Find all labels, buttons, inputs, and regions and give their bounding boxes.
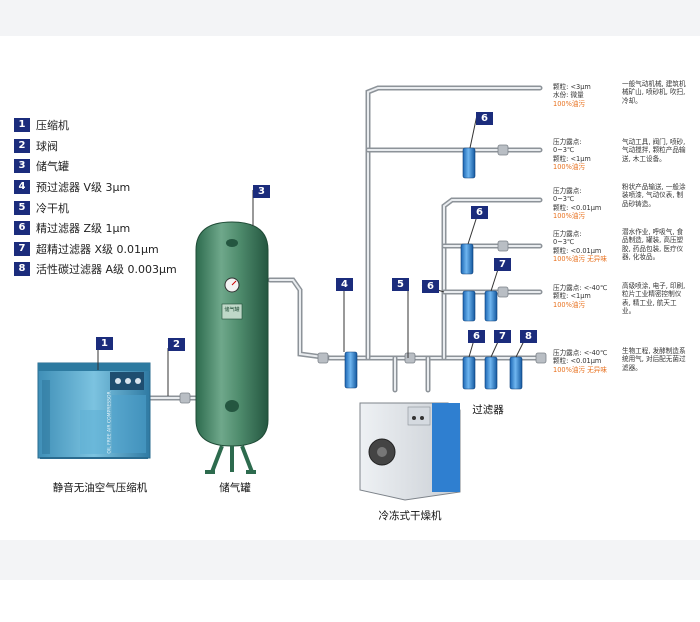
use-outlet-1: 一般气动机械, 建筑机械矿山, 喷砂机, 吹扫, 冷却。 (622, 80, 686, 105)
spec-outlet-1: 颗粒: <3μm 水份: 微量 100%油污 (553, 83, 623, 108)
legend-label: 冷干机 (36, 201, 69, 215)
spec-highlight: 100%油污 (553, 99, 586, 108)
legend-item: 5 冷干机 (14, 197, 244, 218)
legend-item: 8 活性碳过滤器 A级 0.003μm (14, 259, 244, 280)
filter-units (344, 147, 523, 390)
flag-carbon-filter: 8 (520, 330, 537, 343)
flag-tank: 3 (253, 185, 270, 198)
flag-fine-filter-top: 6 (476, 112, 493, 125)
legend-number: 1 (14, 118, 30, 133)
tank-label: 储气罐 (219, 482, 251, 494)
spec-line: 压力露点: (553, 187, 582, 195)
spec-outlet-2: 压力露点: 0~3℃ 颗粒: <1μm 100%油污 (553, 138, 623, 171)
use-outlet-3: 粉状产品输送, 一般涂装喷漆, 气动仪表, 制品砂铸造。 (622, 183, 686, 208)
spec-line: 0~3℃ (553, 195, 575, 204)
pipe-network (147, 85, 543, 401)
legend-number: 5 (14, 200, 30, 215)
flag-ultra-filter-low: 7 (494, 330, 511, 343)
air-compressor (37, 362, 151, 459)
top-band (0, 0, 700, 36)
spec-line: 颗粒: <3μm (553, 83, 591, 91)
spec-line: 压力露点: <-40℃ (553, 349, 608, 357)
flag-fine-filter-left: 6 (422, 280, 439, 293)
ball-valves (179, 144, 547, 404)
use-outlet-2: 气动工具, 阀门, 喷砂, 气动搅拌, 颗粒产品输送, 木工设备。 (622, 138, 686, 163)
flag-fine-filter-low: 6 (468, 330, 485, 343)
legend-label: 活性碳过滤器 A级 0.003μm (36, 263, 177, 277)
legend-number: 7 (14, 241, 30, 256)
legend-item: 7 超精过滤器 X级 0.01μm (14, 239, 244, 260)
spec-line: 压力露点: (553, 138, 582, 146)
legend-item: 3 储气罐 (14, 156, 244, 177)
spec-highlight: 100%油污 (553, 300, 586, 309)
refrigerated-dryer (359, 402, 461, 501)
flag-compressor: 1 (96, 337, 113, 350)
legend-label: 球阀 (36, 139, 58, 153)
legend-number: 2 (14, 138, 30, 153)
spec-highlight: 100%油污 无异味 (553, 254, 607, 263)
spec-line: 压力露点: <-40℃ (553, 284, 608, 292)
legend-number: 3 (14, 159, 30, 174)
spec-line: 颗粒: <0.01μm (553, 246, 602, 255)
spec-line: 水份: 微量 (553, 91, 584, 100)
spec-highlight: 100%油污 (553, 211, 586, 220)
flag-fine-filter-mid: 6 (471, 206, 488, 219)
legend-item: 4 预过滤器 V级 3μm (14, 177, 244, 198)
spec-line: 颗粒: <1μm (553, 154, 591, 163)
spec-outlet-3: 压力露点: 0~3℃ 颗粒: <0.01μm 100%油污 (553, 187, 623, 220)
compressor-label: 静音无油空气压缩机 (52, 482, 148, 494)
legend-item: 2 球阀 (14, 136, 244, 157)
legend-label: 压缩机 (36, 119, 69, 133)
use-outlet-5: 高级喷涂, 电子, 印刷, 粒片工业精密控制仪表, 精工业, 航天工业。 (622, 282, 686, 315)
spec-line: 0~3℃ (553, 238, 575, 247)
use-outlet-4: 潜水作业, 呼吸气, 食品制造, 罐装, 高压塑胶, 药品包装, 医疗仪器, 化… (622, 228, 684, 261)
spec-highlight: 100%油污 (553, 162, 586, 171)
flag-ultra-filter-mid: 7 (494, 258, 511, 271)
spec-outlet-6: 压力露点: <-40℃ 颗粒: <0.01μm 100%油污 无异味 (553, 349, 623, 374)
flag-prefilter: 4 (336, 278, 353, 291)
spec-line: 颗粒: <0.01μm (553, 357, 602, 366)
dryer-label: 冷冻式干燥机 (378, 510, 442, 522)
tank-sign: 储气罐 (224, 307, 240, 313)
legend: 1 压缩机 2 球阀 3 储气罐 4 预过滤器 V级 3μm 5 冷干机 6 精过滤器 Z级… (14, 115, 244, 280)
air-tank (195, 221, 269, 474)
spec-line: 压力露点: (553, 230, 582, 238)
compressor-side-text: OIL FREE AIR COMPRESSOR (107, 391, 113, 454)
legend-item: 1 压缩机 (14, 115, 244, 136)
legend-label: 储气罐 (36, 160, 69, 174)
spec-highlight: 100%油污 无异味 (553, 365, 607, 374)
legend-number: 4 (14, 180, 30, 195)
use-outlet-6: 生物工程, 发酵制造系统用气, 对后配无菌过滤器。 (622, 347, 686, 372)
flag-dryer: 5 (392, 278, 409, 291)
spec-line: 颗粒: <0.01μm (553, 203, 602, 212)
filters-label: 过滤器 (472, 404, 504, 416)
spec-line: 颗粒: <1μm (553, 292, 591, 301)
spec-outlet-4: 压力露点: 0~3℃ 颗粒: <0.01μm 100%油污 无异味 (553, 230, 623, 263)
legend-label: 精过滤器 Z级 1μm (36, 222, 131, 236)
bottom-band (0, 540, 700, 580)
legend-number: 8 (14, 262, 30, 277)
legend-label: 预过滤器 V级 3μm (36, 181, 131, 195)
spec-line: 0~3℃ (553, 146, 575, 155)
flag-ball-valve: 2 (168, 338, 185, 351)
spec-outlet-5: 压力露点: <-40℃ 颗粒: <1μm 100%油污 (553, 284, 623, 309)
legend-number: 6 (14, 221, 30, 236)
legend-item: 6 精过滤器 Z级 1μm (14, 218, 244, 239)
legend-label: 超精过滤器 X级 0.01μm (36, 242, 159, 256)
